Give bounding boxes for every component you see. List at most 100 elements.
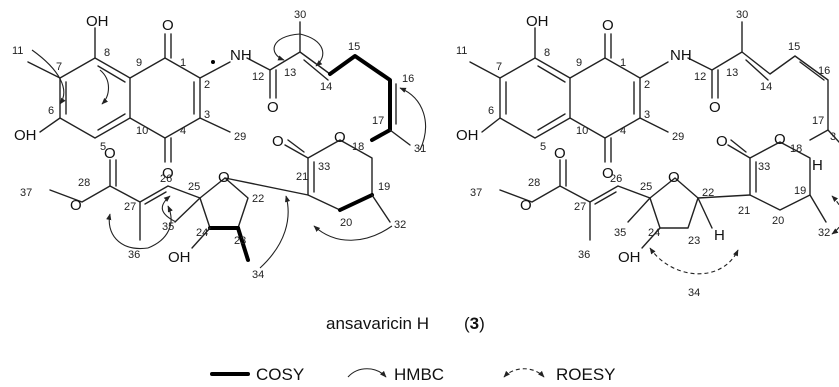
structure-right: OH OH NH O O O O O O O O OH H H 11 7 8 9… — [456, 9, 839, 299]
label-3-right: 3 — [644, 109, 650, 121]
label-5: 5 — [100, 141, 106, 153]
label-22: 22 — [252, 193, 264, 205]
atom-o-28: O — [104, 145, 116, 162]
atom-oh-6: OH — [14, 127, 37, 144]
atom-o-1: O — [162, 17, 174, 34]
label-37-right: 37 — [470, 187, 482, 199]
atom-o-4: O — [162, 165, 174, 182]
atom-o-ester: O — [70, 197, 82, 214]
atom-oh-8: OH — [86, 13, 109, 30]
label-28-right: 28 — [528, 177, 540, 189]
label-3-truncated-right: 3 — [830, 131, 836, 143]
label-4-right: 4 — [620, 125, 626, 137]
atom-nh: NH — [230, 47, 252, 64]
label-8: 8 — [104, 47, 110, 59]
label-21-right: 21 — [738, 205, 750, 217]
legend-roesy-swatch — [503, 368, 545, 378]
right-quinone-ring — [569, 33, 641, 163]
atom-oh-8-right: OH — [526, 13, 549, 30]
legend: COSY HMBC ROESY — [210, 365, 616, 384]
label-21: 21 — [296, 171, 308, 183]
label-33: 33 — [318, 161, 330, 173]
structure-left: OH OH NH O O O O O O O O OH 11 7 8 9 1 2… — [12, 9, 426, 281]
atom-o-12: O — [267, 99, 279, 116]
caption: ansavaricin H (3) — [326, 314, 485, 333]
label-32-right: 32 — [818, 227, 830, 239]
label-17: 17 — [372, 115, 384, 127]
atom-oh-6-right: OH — [456, 127, 479, 144]
label-18-right: 18 — [790, 143, 802, 155]
label-22-right: 22 — [702, 187, 714, 199]
label-20-right: 20 — [772, 215, 784, 227]
label-14-right: 14 — [760, 81, 772, 93]
atom-oh-24: OH — [168, 249, 191, 266]
label-12-right: 12 — [694, 71, 706, 83]
right-lactone-ring — [727, 139, 827, 223]
left-aromatic-ring — [59, 57, 131, 139]
label-6: 6 — [48, 105, 54, 117]
label-34: 34 — [252, 269, 264, 281]
label-6-right: 6 — [488, 105, 494, 117]
atom-o-4-right: O — [602, 165, 614, 182]
label-20: 20 — [340, 217, 352, 229]
atom-nh-right: NH — [670, 47, 692, 64]
label-7: 7 — [56, 61, 62, 73]
atom-o-furan-right: O — [668, 169, 680, 186]
atom-o-ester-right: O — [520, 197, 532, 214]
caption-number: (3) — [464, 314, 485, 333]
label-9: 9 — [136, 57, 142, 69]
right-furan-ring — [627, 177, 751, 249]
label-24-right: 24 — [648, 227, 660, 239]
label-36: 36 — [128, 249, 140, 261]
label-11-right: 11 — [456, 45, 467, 57]
label-26: 26 — [160, 173, 172, 185]
atom-o-12-right: O — [709, 99, 721, 116]
label-29-right: 29 — [672, 131, 684, 143]
label-16-right: 16 — [818, 65, 830, 77]
label-23-right: 23 — [688, 235, 700, 247]
left-furan-ring — [174, 177, 309, 262]
label-17-right: 17 — [812, 115, 824, 127]
atom-o-1-right: O — [602, 17, 614, 34]
label-26-right: 26 — [610, 173, 622, 185]
label-35-right: 35 — [614, 227, 626, 239]
label-28: 28 — [78, 177, 90, 189]
label-7-right: 7 — [496, 61, 502, 73]
label-5-right: 5 — [540, 141, 546, 153]
label-35: 35 — [162, 221, 174, 233]
label-4: 4 — [180, 125, 186, 137]
label-2: 2 — [204, 79, 210, 91]
label-32: 32 — [394, 219, 406, 231]
atom-o-33: O — [272, 133, 284, 150]
atom-o-lactone-ring: O — [334, 129, 346, 146]
atom-oh-24-right: OH — [618, 249, 641, 266]
label-37: 37 — [20, 187, 32, 199]
label-2-right: 2 — [644, 79, 650, 91]
label-25-right: 25 — [640, 181, 652, 193]
label-13: 13 — [284, 67, 296, 79]
label-15: 15 — [348, 41, 360, 53]
label-30: 30 — [294, 9, 306, 21]
label-12: 12 — [252, 71, 264, 83]
label-30-right: 30 — [736, 9, 748, 21]
label-1-right: 1 — [620, 57, 626, 69]
legend-hmbc-swatch — [347, 368, 387, 378]
label-19-right: 19 — [794, 185, 806, 197]
label-27-right: 27 — [574, 201, 586, 213]
atom-o-33-right: O — [716, 133, 728, 150]
atom-h-22: H — [714, 227, 725, 244]
label-10: 10 — [136, 125, 148, 137]
caption-number-value: 3 — [470, 314, 479, 333]
label-1: 1 — [180, 57, 186, 69]
label-31: 31 — [414, 143, 426, 155]
label-23: 23 — [234, 235, 246, 247]
label-29: 29 — [234, 131, 246, 143]
label-25: 25 — [188, 181, 200, 193]
right-aromatic-ring — [499, 57, 571, 139]
label-16: 16 — [402, 73, 414, 85]
label-10-right: 10 — [576, 125, 588, 137]
legend-hmbc-label: HMBC — [394, 365, 444, 384]
label-27: 27 — [124, 201, 136, 213]
label-19: 19 — [378, 181, 390, 193]
label-9-right: 9 — [576, 57, 582, 69]
